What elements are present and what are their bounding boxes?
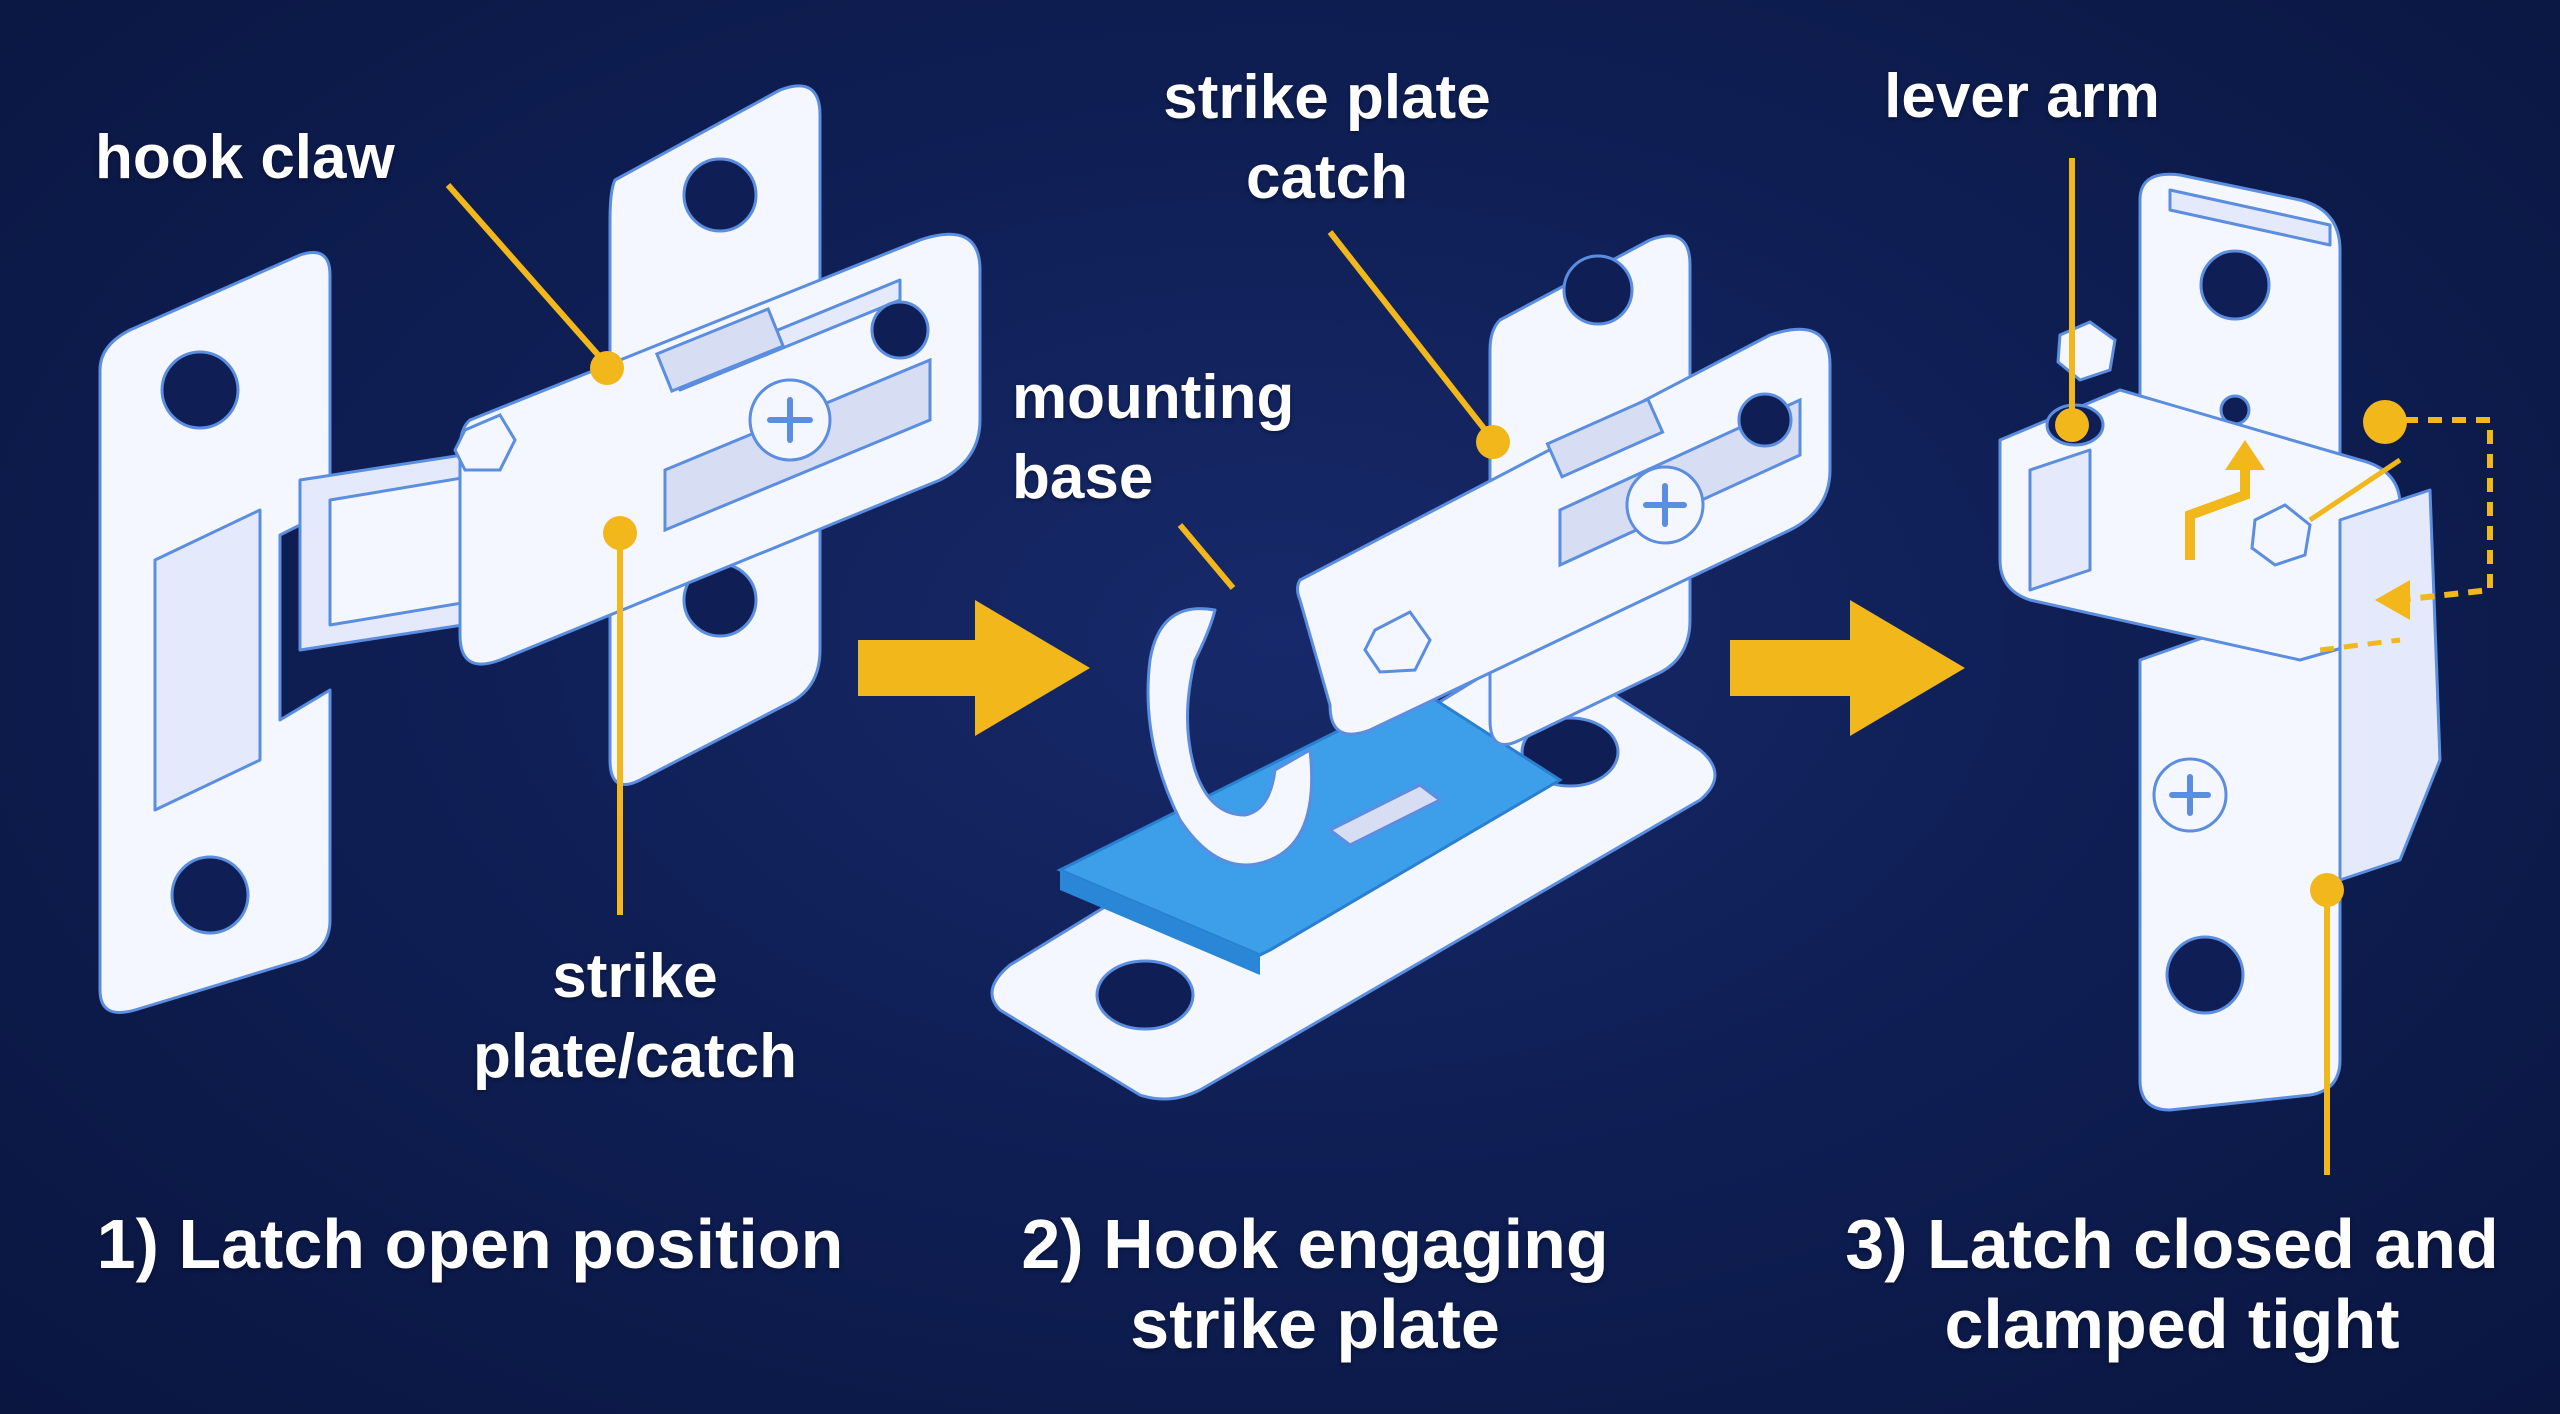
caption-step1: 1) Latch open position	[96, 1205, 844, 1283]
caption-step3-line2: clamped tight	[1944, 1285, 2400, 1363]
dot-lever-arm	[2055, 408, 2089, 442]
label-strike-plate-catch-line2: plate/catch	[473, 1022, 797, 1091]
step1-arm-hole	[870, 300, 930, 360]
step2-assembly	[990, 234, 1832, 1101]
step3-collar-side	[2028, 448, 2092, 592]
label-strike-plate-top-line1: strike plate	[1163, 63, 1491, 132]
step3-dashed-path	[2380, 417, 2493, 603]
step3-closing-line	[2319, 637, 2401, 653]
dot-step3-bottom	[2310, 873, 2344, 907]
step2-bracket-hole	[1562, 254, 1634, 326]
step3-plate-hole	[2165, 935, 2245, 1015]
caption-step2-line2: strike plate	[1130, 1285, 1500, 1363]
step3-lever-line	[2308, 457, 2402, 523]
step1-plate-cutout	[153, 508, 262, 812]
step3-motion-arrowhead	[2225, 440, 2265, 470]
arrow-step1-to-step2	[858, 600, 1090, 736]
label-mounting-base-line1: mounting	[1012, 363, 1295, 432]
step3-motion-arrow	[2185, 465, 2250, 560]
label-strike-plate-catch-line1: strike	[552, 942, 718, 1011]
step1-plate-hole-bottom	[170, 855, 250, 935]
arrow-step2-to-step3	[1730, 600, 1965, 736]
step1-bracket-hole-top	[682, 157, 758, 233]
step2-base-hole-right	[1520, 716, 1620, 788]
leader-mounting-base	[1177, 523, 1236, 590]
step2-strike-plate-edge	[1060, 870, 1260, 975]
dot-strike-plate-catch	[603, 516, 637, 550]
step3-assembly	[1998, 172, 2493, 1112]
leader-hook-claw	[445, 183, 610, 367]
step2-base-slot	[1327, 783, 1443, 847]
label-hook-claw: hook claw	[95, 123, 395, 192]
caption-step3-line1: 3) Latch closed and	[1845, 1205, 2499, 1283]
dot-hook-claw	[590, 351, 624, 385]
step3-pivot-dot	[2363, 400, 2407, 444]
step3-top-nut	[2056, 320, 2117, 382]
step2-pivot-screw	[1363, 610, 1432, 674]
step2-base-hole-left	[1095, 959, 1195, 1031]
caption-step2-line1: 2) Hook engaging	[1021, 1205, 1609, 1283]
leader-strike-plate-top	[1327, 230, 1496, 442]
step2-spring-slot	[1545, 397, 1665, 479]
step1-plate-hole-top	[160, 350, 240, 430]
step1-assembly	[98, 84, 982, 1014]
step1-spring-slot	[654, 307, 786, 393]
label-lever-arm: lever arm	[1884, 62, 2160, 131]
step1-pivot-nut	[453, 413, 517, 472]
step2-arm-hole	[1737, 392, 1793, 448]
dot-strike-plate-top	[1476, 425, 1510, 459]
step3-vertical-plate	[2138, 597, 2342, 1112]
step3-lever-hole-top	[2199, 249, 2271, 321]
step3-dashed-arrowhead	[2375, 580, 2410, 620]
step3-collar-nut	[2250, 503, 2312, 567]
label-mounting-base-line2: base	[1012, 443, 1154, 512]
step3-lever-top-edge	[2168, 188, 2332, 247]
label-strike-plate-top-line2: catch	[1246, 143, 1408, 212]
step2-hook	[1146, 607, 1314, 867]
step3-side-clamp	[2338, 488, 2442, 882]
